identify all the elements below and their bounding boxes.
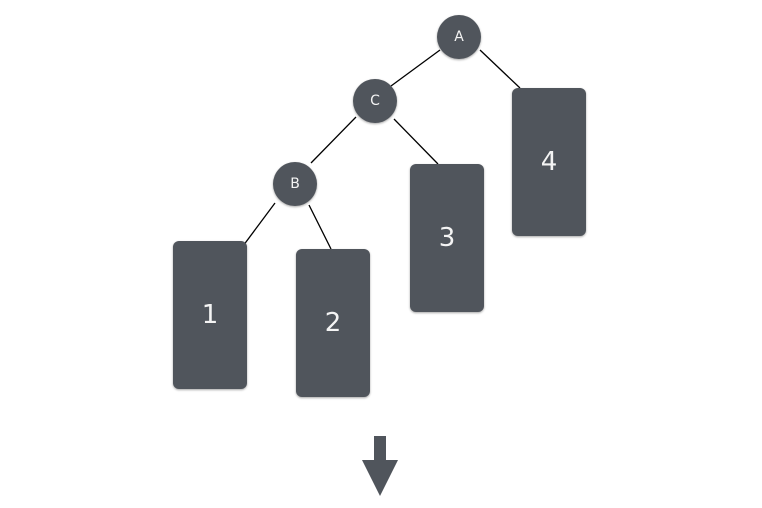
edge-a-c bbox=[390, 49, 441, 87]
leaf-box-4-label: 4 bbox=[540, 147, 558, 177]
tree-node-a: A bbox=[437, 15, 481, 59]
edge-c-3 bbox=[393, 118, 439, 165]
leaf-box-3-label: 3 bbox=[438, 223, 456, 253]
leaf-box-2: 2 bbox=[296, 249, 370, 397]
edge-b-2 bbox=[308, 204, 332, 250]
leaf-box-1: 1 bbox=[173, 241, 247, 389]
leaf-box-1-label: 1 bbox=[201, 300, 219, 330]
leaf-box-2-label: 2 bbox=[324, 308, 342, 338]
tree-node-c: C bbox=[353, 79, 397, 123]
leaf-box-3: 3 bbox=[410, 164, 484, 312]
tree-node-c-label: C bbox=[370, 93, 380, 109]
edge-a-4 bbox=[479, 49, 521, 89]
tree-node-a-label: A bbox=[454, 29, 464, 45]
tree-node-b: B bbox=[273, 162, 317, 206]
edge-b-1 bbox=[239, 202, 276, 251]
tree-node-b-label: B bbox=[290, 176, 300, 192]
edge-c-b bbox=[310, 116, 357, 164]
down-arrow-icon bbox=[362, 436, 398, 496]
leaf-box-4: 4 bbox=[512, 88, 586, 236]
